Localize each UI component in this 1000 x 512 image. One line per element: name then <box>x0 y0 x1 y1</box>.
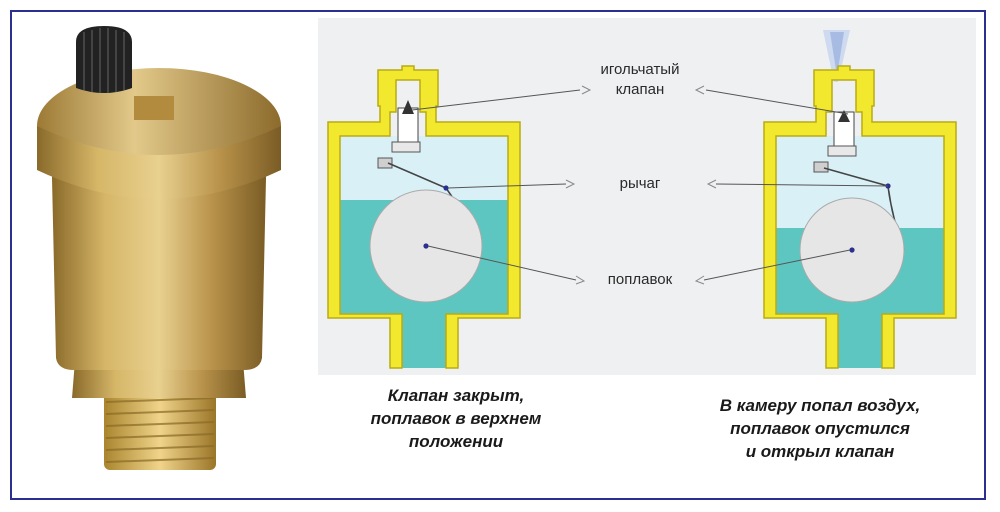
caption-left-line3: положении <box>318 430 594 453</box>
caption-left-line1: Клапан закрыт, <box>318 384 594 407</box>
left-device <box>328 66 520 368</box>
caption-left-line2: поплавок в верхнем <box>318 407 594 430</box>
label-needle-valve: игольчатый клапан <box>580 60 700 100</box>
caption-right: В камеру попал воздух, поплавок опустилс… <box>664 394 976 463</box>
schematic-panel: игольчатый клапан рычаг поплавок <box>318 18 976 375</box>
caption-left: Клапан закрыт, поплавок в верхнем положе… <box>318 384 594 453</box>
caption-right-line3: и открыл клапан <box>664 440 976 463</box>
label-float: поплавок <box>580 270 700 290</box>
label-needle-valve-line1: игольчатый <box>580 60 700 80</box>
air-vent-photo <box>24 18 294 480</box>
label-lever: рычаг <box>580 174 700 194</box>
label-needle-valve-line2: клапан <box>580 80 700 100</box>
caption-right-line1: В камеру попал воздух, <box>664 394 976 417</box>
right-device <box>764 30 956 368</box>
caption-right-line2: поплавок опустился <box>664 417 976 440</box>
